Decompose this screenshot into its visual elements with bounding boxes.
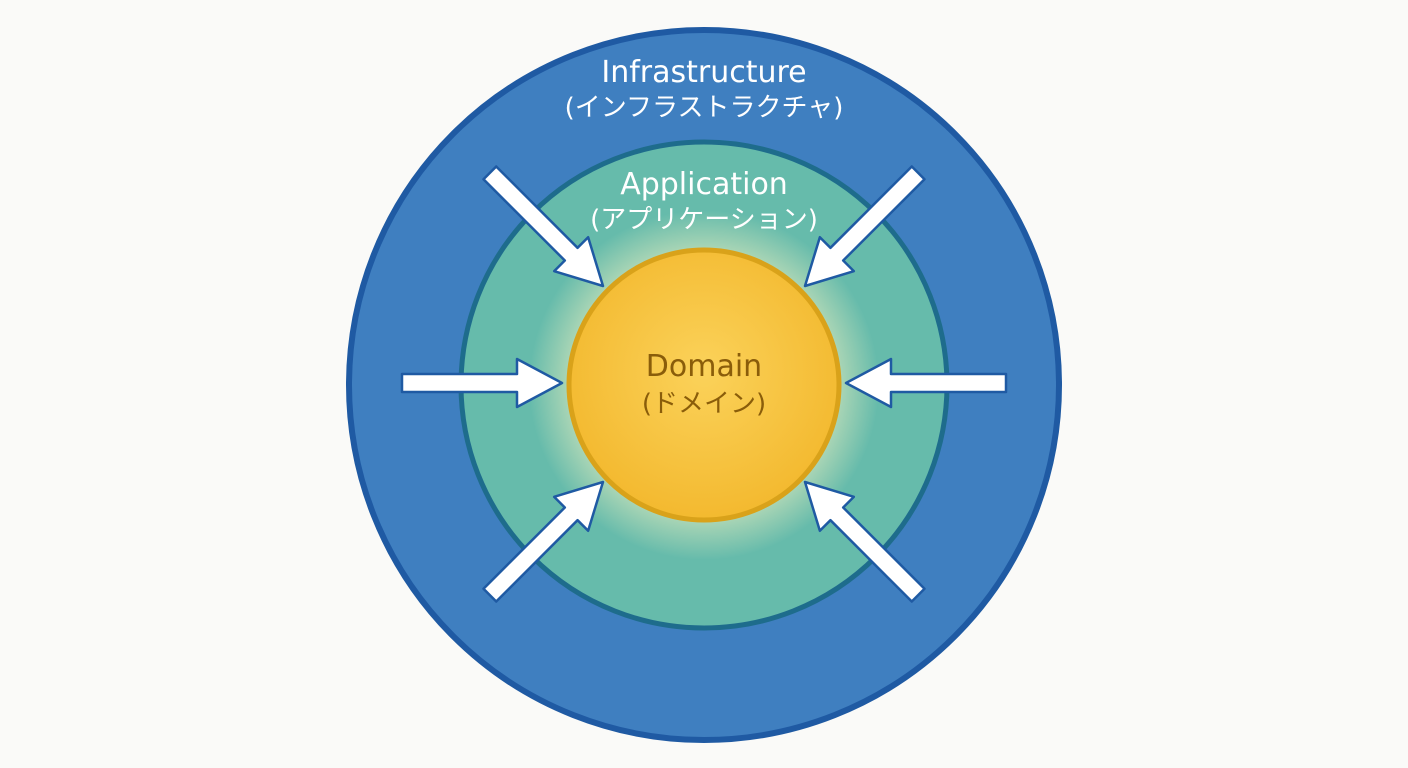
application-label-ja: (アプリケーション) <box>590 205 818 235</box>
arrow-diagonal-up-right-icon <box>482 480 605 603</box>
domain-layer <box>566 247 842 523</box>
arrow-diagonal-down-right-icon <box>482 165 605 288</box>
domain-label-ja: (ドメイン) <box>642 389 766 419</box>
arrow-left-icon <box>844 357 1008 409</box>
domain-label: Domain <box>646 349 762 384</box>
infrastructure-label-ja: (インフラストラクチャ) <box>565 93 844 123</box>
application-label: Application <box>620 167 788 202</box>
arrow-diagonal-up-left-icon <box>803 480 926 603</box>
infrastructure-label: Infrastructure <box>601 55 806 90</box>
dependency-arrows <box>400 165 1008 603</box>
arrow-diagonal-down-left-icon <box>803 165 926 288</box>
arrow-right-icon <box>400 357 564 409</box>
